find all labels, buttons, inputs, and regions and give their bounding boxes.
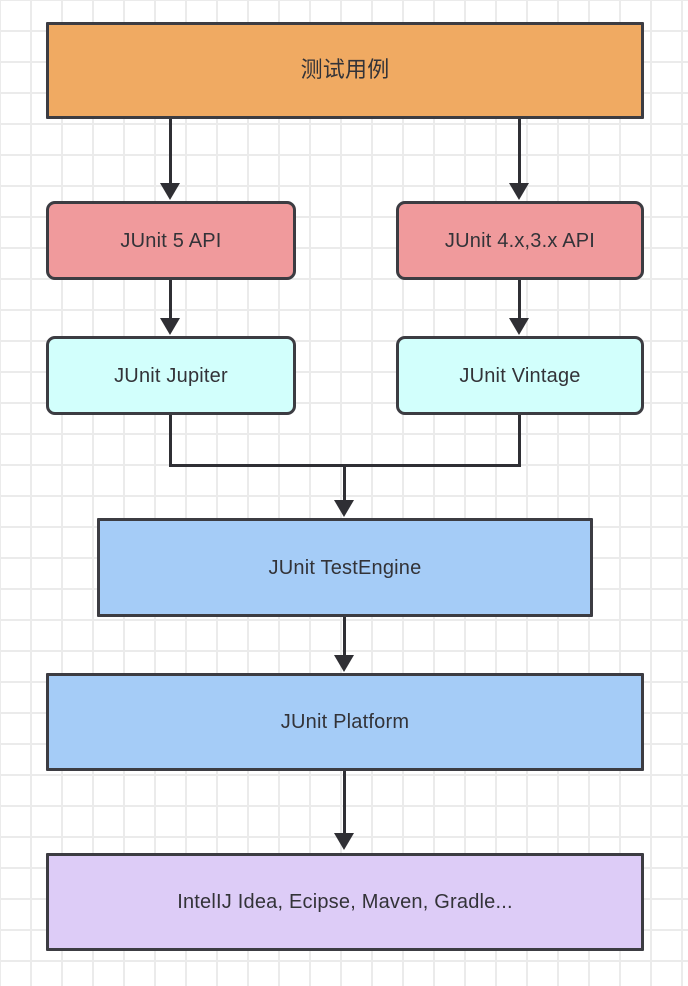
node-junit-vintage[interactable]: JUnit Vintage — [396, 336, 644, 415]
edge-vintage-to-merge — [518, 415, 521, 467]
arrowhead-junit5-api-to-jupiter — [160, 318, 180, 335]
node-tools-label: IntelIJ Idea, Ecipse, Maven, Gradle... — [177, 891, 513, 913]
node-junit-jupiter[interactable]: JUnit Jupiter — [46, 336, 296, 415]
arrowhead-junit4-api-to-vintage — [509, 318, 529, 335]
node-junit-testengine-label: JUnit TestEngine — [268, 556, 422, 579]
edge-junit4-api-to-vintage — [518, 280, 521, 320]
arrowhead-platform-to-tools — [334, 833, 354, 850]
arrowhead-testengine-to-platform — [334, 655, 354, 672]
node-junit4-api-label: JUnit 4.x,3.x API — [444, 229, 596, 252]
node-junit-platform-label: JUnit Platform — [280, 711, 410, 733]
edge-jupiter-to-merge — [169, 415, 172, 467]
node-tools[interactable]: IntelIJ Idea, Ecipse, Maven, Gradle... — [46, 853, 644, 951]
arrowhead-merge-to-testengine — [334, 500, 354, 517]
edge-junit5-api-to-jupiter — [169, 280, 172, 320]
edge-testengine-to-platform — [343, 617, 346, 659]
node-junit5-api[interactable]: JUnit 5 API — [46, 201, 296, 280]
node-test-case[interactable]: 测试用例 — [46, 22, 644, 119]
node-junit-platform[interactable]: JUnit Platform — [46, 673, 644, 771]
node-junit-vintage-label: JUnit Vintage — [459, 364, 581, 387]
arrowhead-test-case-to-junit5-api — [160, 183, 180, 200]
node-junit4-api[interactable]: JUnit 4.x,3.x API — [396, 201, 644, 280]
edge-test-case-to-junit4-api — [518, 119, 521, 185]
edge-merge-to-testengine — [343, 464, 346, 502]
arrowhead-test-case-to-junit4-api — [509, 183, 529, 200]
node-junit-jupiter-label: JUnit Jupiter — [114, 364, 228, 387]
node-test-case-label: 测试用例 — [300, 57, 390, 83]
node-junit5-api-label: JUnit 5 API — [120, 229, 222, 252]
edge-platform-to-tools — [343, 771, 346, 835]
edge-test-case-to-junit5-api — [169, 119, 172, 185]
node-junit-testengine[interactable]: JUnit TestEngine — [97, 518, 593, 617]
